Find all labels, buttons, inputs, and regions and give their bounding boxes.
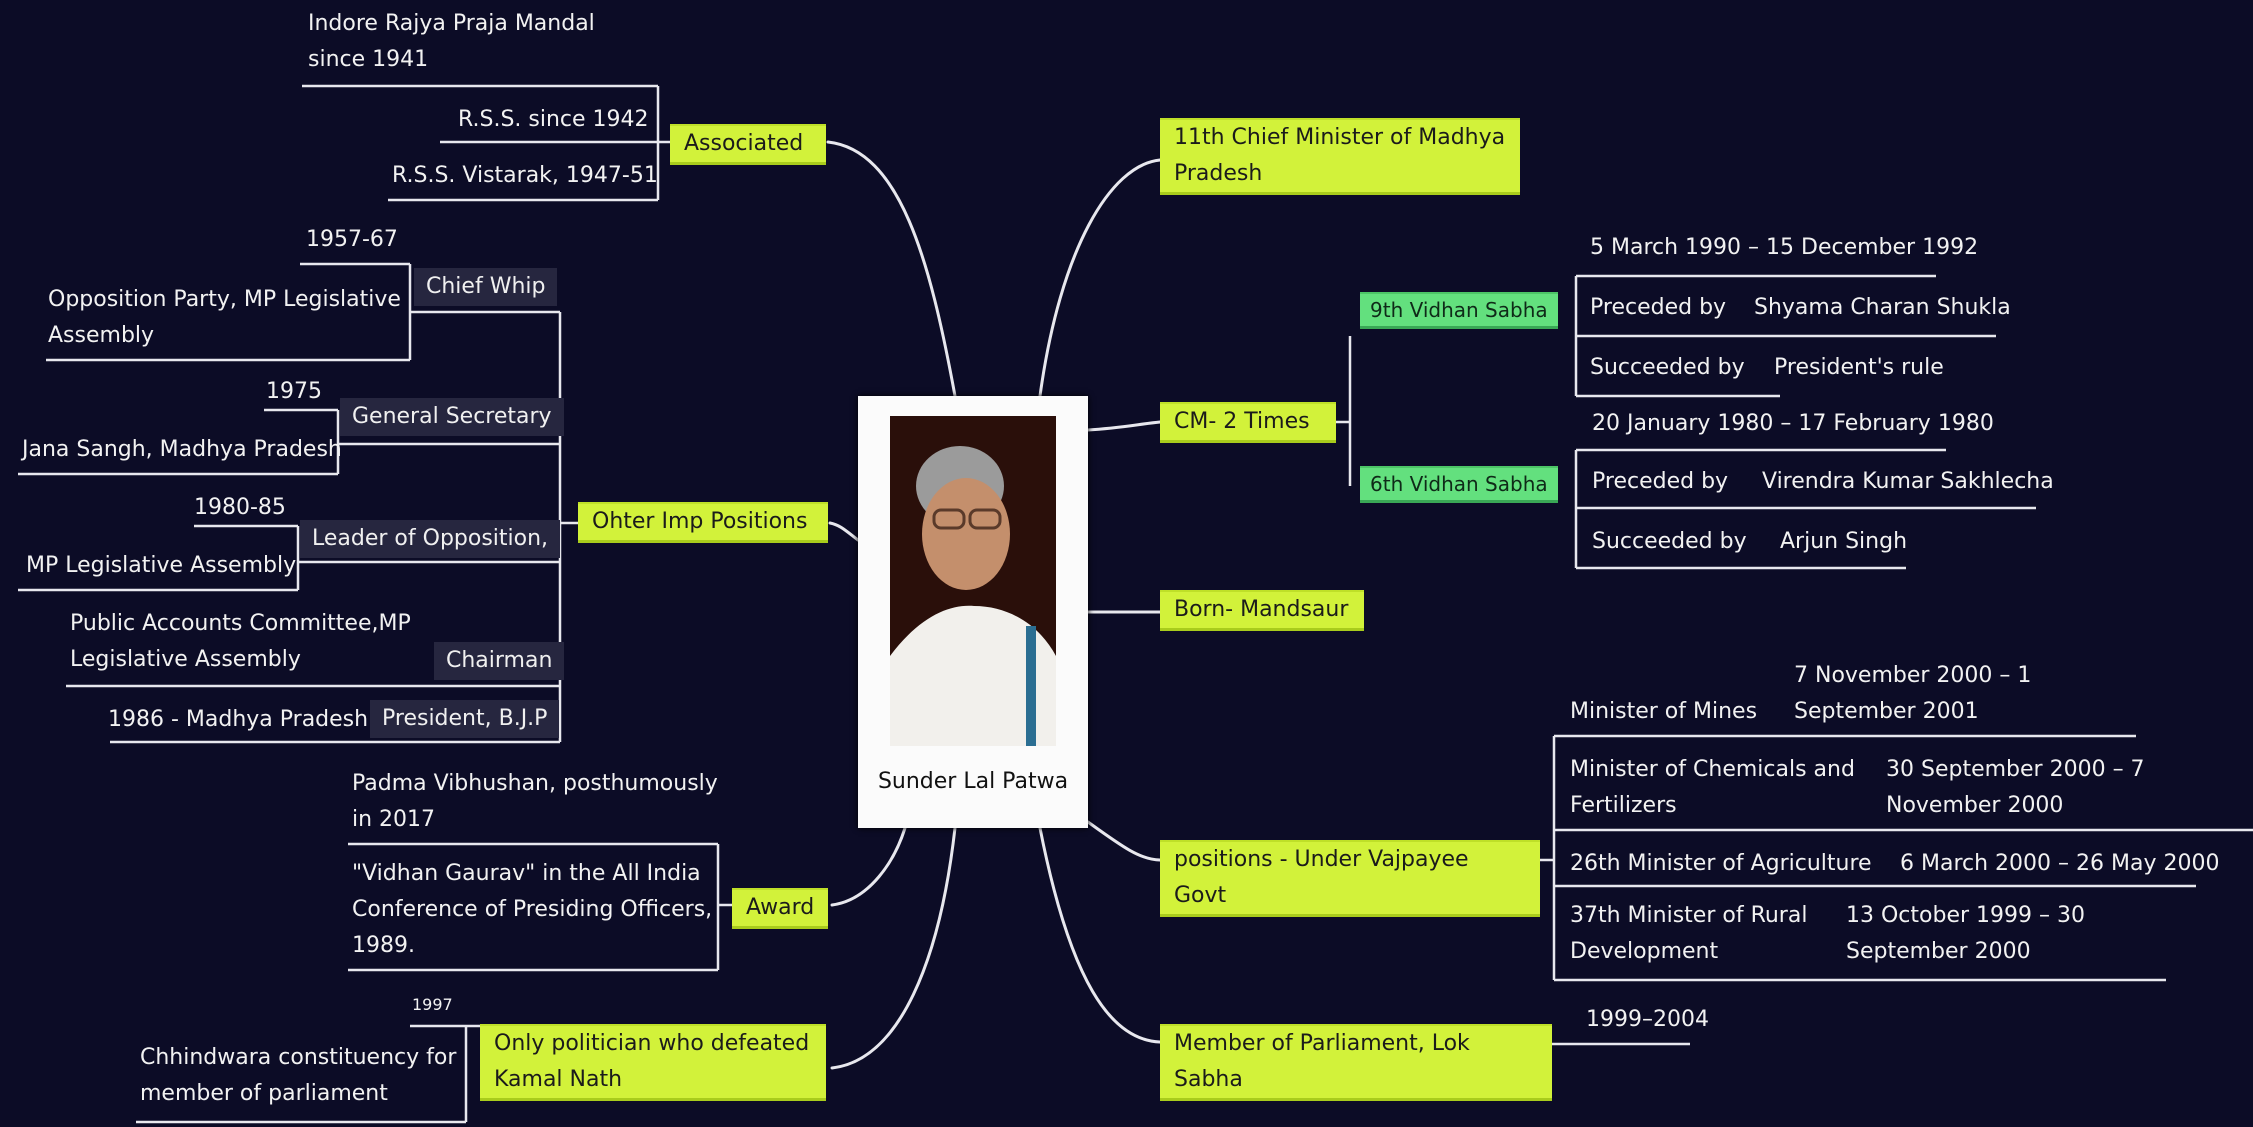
born-node[interactable]: Born- Mandsaur [1160, 590, 1364, 631]
member-parliament-node[interactable]: Member of Parliament, Lok Sabha [1160, 1024, 1552, 1101]
vajpayee-role-chemicals: Minister of Chemicals and Fertilizers [1570, 757, 1855, 818]
vidhan-sabha-6-preceded: Virendra Kumar Sakhlecha [1762, 469, 2054, 494]
chief-minister-node[interactable]: 11th Chief Minister of Madhya Pradesh [1160, 118, 1520, 195]
other-positions-node[interactable]: Ohter Imp Positions [578, 502, 828, 543]
associated-item-vistarak: R.S.S. Vistarak, 1947-51 [392, 163, 658, 188]
chairman-node[interactable]: Chairman [434, 642, 565, 680]
center-name: Sunder Lal Patwa [877, 769, 1069, 794]
vidhan-sabha-6-preceded-label: Preceded by [1592, 469, 1729, 494]
award-vidhan-gaurav: "Vidhan Gaurav" in the All India Confere… [352, 861, 713, 958]
president-node[interactable]: President, B.J.P [370, 700, 560, 738]
general-secretary-detail: Jana Sangh, Madhya Pradesh [22, 437, 342, 462]
chairman-detail: Public Accounts Committee,MP Legislative… [70, 611, 411, 672]
vajpayee-role-mines: Minister of Mines [1570, 699, 1758, 724]
vajpayee-role-rural: 37th Minister of Rural Development [1570, 903, 1808, 964]
award-padma-vibhushan: Padma Vibhushan, posthumously in 2017 [352, 771, 718, 832]
associated-item-rss: R.S.S. since 1942 [458, 107, 649, 132]
center-photo-card: Sunder Lal Patwa [858, 396, 1088, 828]
vidhan-sabha-9-succeeded-label: Succeeded by [1590, 355, 1745, 380]
vidhan-sabha-6-node[interactable]: 6th Vidhan Sabha [1360, 466, 1558, 503]
chief-whip-year: 1957-67 [306, 227, 398, 252]
vidhan-sabha-9-node[interactable]: 9th Vidhan Sabha [1360, 292, 1558, 329]
vajpayee-dates-mines: 7 November 2000 – 1 September 2001 [1794, 663, 2032, 724]
general-secretary-year: 1975 [266, 379, 322, 404]
vidhan-sabha-9-preceded: Shyama Charan Shukla [1754, 295, 2011, 320]
member-parliament-years: 1999–2004 [1586, 1007, 1709, 1032]
vidhan-sabha-6-succeeded-label: Succeeded by [1592, 529, 1747, 554]
kamal-nath-year: 1997 [412, 995, 453, 1014]
general-secretary-node[interactable]: General Secretary [340, 398, 564, 436]
vidhan-sabha-9-term: 5 March 1990 – 15 December 1992 [1590, 235, 1979, 260]
vajpayee-role-agriculture: 26th Minister of Agriculture [1570, 851, 1872, 876]
vidhan-sabha-6-succeeded: Arjun Singh [1780, 529, 1908, 554]
award-node[interactable]: Award [732, 888, 828, 929]
chief-whip-detail: Opposition Party, MP Legislative Assembl… [48, 287, 401, 348]
leader-opposition-node[interactable]: Leader of Opposition, [300, 520, 561, 558]
cm-two-times-node[interactable]: CM- 2 Times [1160, 402, 1336, 443]
leader-opposition-year: 1980-85 [194, 495, 286, 520]
vajpayee-dates-chemicals: 30 September 2000 – 7 November 2000 [1886, 757, 2145, 818]
leader-opposition-detail: MP Legislative Assembly [26, 553, 297, 578]
kamal-nath-detail: Chhindwara constituency for member of pa… [140, 1045, 457, 1106]
vajpayee-positions-node[interactable]: positions - Under Vajpayee Govt [1160, 840, 1540, 917]
vidhan-sabha-9-succeeded: President's rule [1774, 355, 1944, 380]
vajpayee-dates-agriculture: 6 March 2000 – 26 May 2000 [1900, 851, 2220, 876]
portrait-photo [890, 416, 1056, 746]
associated-node[interactable]: Associated [670, 124, 826, 165]
president-detail: 1986 - Madhya Pradesh [108, 707, 369, 732]
kamal-nath-node[interactable]: Only politician who defeated Kamal Nath [480, 1024, 826, 1101]
chief-whip-node[interactable]: Chief Whip [414, 268, 558, 306]
vidhan-sabha-9-preceded-label: Preceded by [1590, 295, 1727, 320]
associated-item-praja-mandal: Indore Rajya Praja Mandal since 1941 [308, 11, 595, 72]
vajpayee-dates-rural: 13 October 1999 – 30 September 2000 [1846, 903, 2085, 964]
vidhan-sabha-6-term: 20 January 1980 – 17 February 1980 [1592, 411, 1994, 436]
